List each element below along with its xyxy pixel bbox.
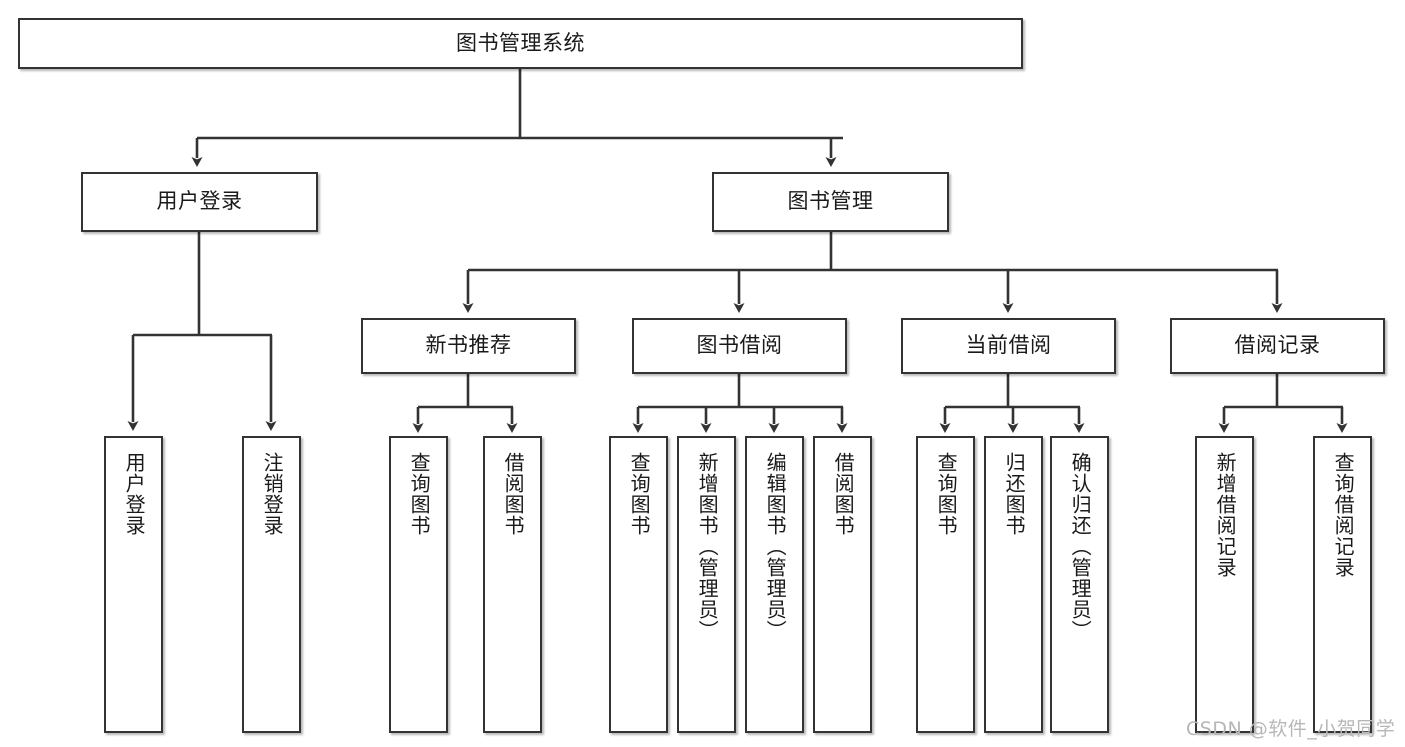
node-new-book-recommend[interactable]: 新书推荐 xyxy=(361,318,576,374)
node-borrow-record[interactable]: 借阅记录 xyxy=(1170,318,1385,374)
node-leaf-borrow-book-2[interactable]: 借阅图书 xyxy=(813,436,872,733)
node-leaf-logout-login-label: 注销登录 xyxy=(260,452,285,536)
node-leaf-return-book[interactable]: 归还图书 xyxy=(984,436,1043,733)
node-leaf-borrow-book-1[interactable]: 借阅图书 xyxy=(483,436,542,733)
node-leaf-query-book-1[interactable]: 查询图书 xyxy=(389,436,448,733)
node-book-borrow[interactable]: 图书借阅 xyxy=(632,318,847,374)
node-book-manage-label: 图书管理 xyxy=(787,189,874,214)
node-leaf-query-book-1-label: 查询图书 xyxy=(407,452,432,536)
node-leaf-query-book-2-label: 查询图书 xyxy=(627,452,652,536)
node-leaf-edit-book[interactable]: 编辑图书（管理员） xyxy=(745,436,804,733)
node-leaf-query-record[interactable]: 查询借阅记录 xyxy=(1313,436,1372,733)
node-root-label: 图书管理系统 xyxy=(456,30,585,55)
node-leaf-add-record[interactable]: 新增借阅记录 xyxy=(1195,436,1254,733)
node-current-borrow-label: 当前借阅 xyxy=(965,333,1052,358)
node-current-borrow[interactable]: 当前借阅 xyxy=(901,318,1116,374)
node-user-login[interactable]: 用户登录 xyxy=(81,172,318,232)
node-book-manage[interactable]: 图书管理 xyxy=(712,172,949,232)
node-leaf-add-book-label: 新增图书（管理员） xyxy=(695,452,720,641)
node-borrow-record-label: 借阅记录 xyxy=(1234,333,1321,358)
node-leaf-edit-book-label: 编辑图书（管理员） xyxy=(763,452,788,641)
node-root[interactable]: 图书管理系统 xyxy=(18,18,1023,69)
node-leaf-query-book-3[interactable]: 查询图书 xyxy=(916,436,975,733)
node-leaf-logout-login[interactable]: 注销登录 xyxy=(242,436,301,733)
node-leaf-confirm-return-label: 确认归还（管理员） xyxy=(1068,452,1093,641)
node-leaf-query-book-3-label: 查询图书 xyxy=(934,452,959,536)
node-leaf-query-book-2[interactable]: 查询图书 xyxy=(609,436,668,733)
watermark: CSDN @软件_小贺同学 xyxy=(1186,718,1396,740)
node-leaf-return-book-label: 归还图书 xyxy=(1002,452,1027,536)
node-leaf-borrow-book-1-label: 借阅图书 xyxy=(501,452,526,536)
node-leaf-user-login[interactable]: 用户登录 xyxy=(104,436,163,733)
node-leaf-user-login-label: 用户登录 xyxy=(122,452,147,536)
node-user-login-label: 用户登录 xyxy=(156,189,243,214)
node-new-book-recommend-label: 新书推荐 xyxy=(425,333,512,358)
node-leaf-query-record-label: 查询借阅记录 xyxy=(1331,452,1356,578)
node-leaf-add-record-label: 新增借阅记录 xyxy=(1213,452,1238,578)
node-leaf-confirm-return[interactable]: 确认归还（管理员） xyxy=(1050,436,1109,733)
node-book-borrow-label: 图书借阅 xyxy=(696,333,783,358)
node-leaf-add-book[interactable]: 新增图书（管理员） xyxy=(677,436,736,733)
node-leaf-borrow-book-2-label: 借阅图书 xyxy=(831,452,856,536)
